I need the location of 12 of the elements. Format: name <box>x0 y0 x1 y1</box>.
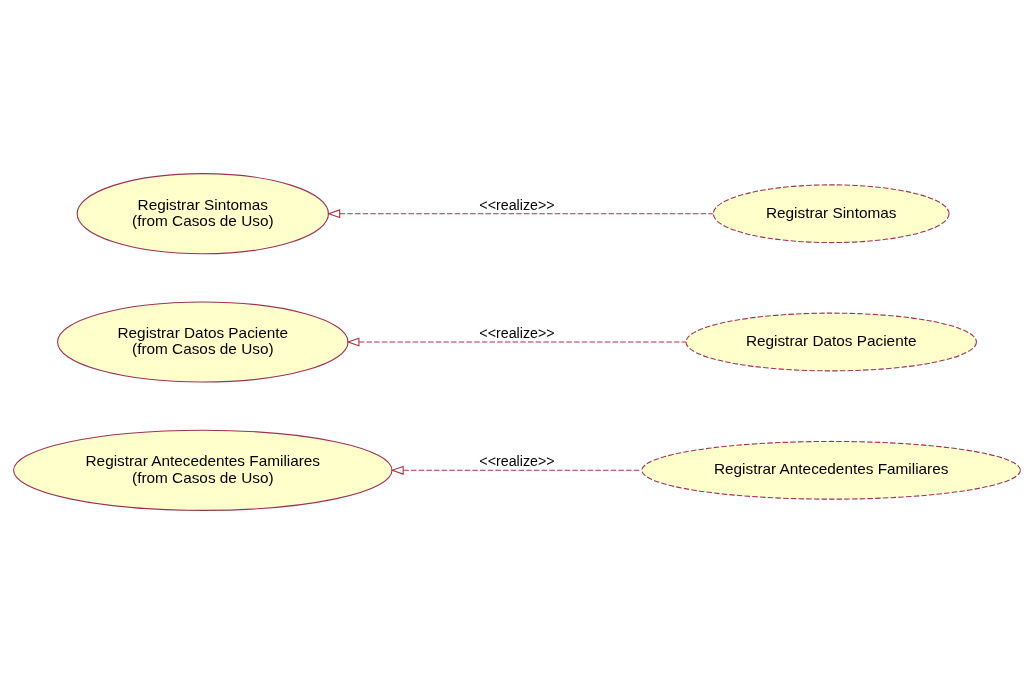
edge-label: <<realize>> <box>479 453 555 470</box>
edge-label: <<realize>> <box>479 325 555 342</box>
edge-label: <<realize>> <box>479 196 555 213</box>
node-ellipse: Registrar Datos Paciente (from Casos de Uso) <box>57 301 349 383</box>
node-ellipse: Registrar Antecedentes Familiares (from Casos de Uso) <box>13 429 393 511</box>
node-ellipse: Registrar Datos Paciente <box>685 312 977 372</box>
arrow <box>346 337 687 347</box>
node-ellipse: Registrar Antecedentes Familiares <box>641 440 1021 500</box>
arrow <box>390 465 643 475</box>
node-ellipse: Registrar Sintomas (from Casos de Uso) <box>76 173 329 255</box>
node-ellipse: Registrar Sintomas <box>712 184 950 244</box>
arrow <box>327 209 714 219</box>
